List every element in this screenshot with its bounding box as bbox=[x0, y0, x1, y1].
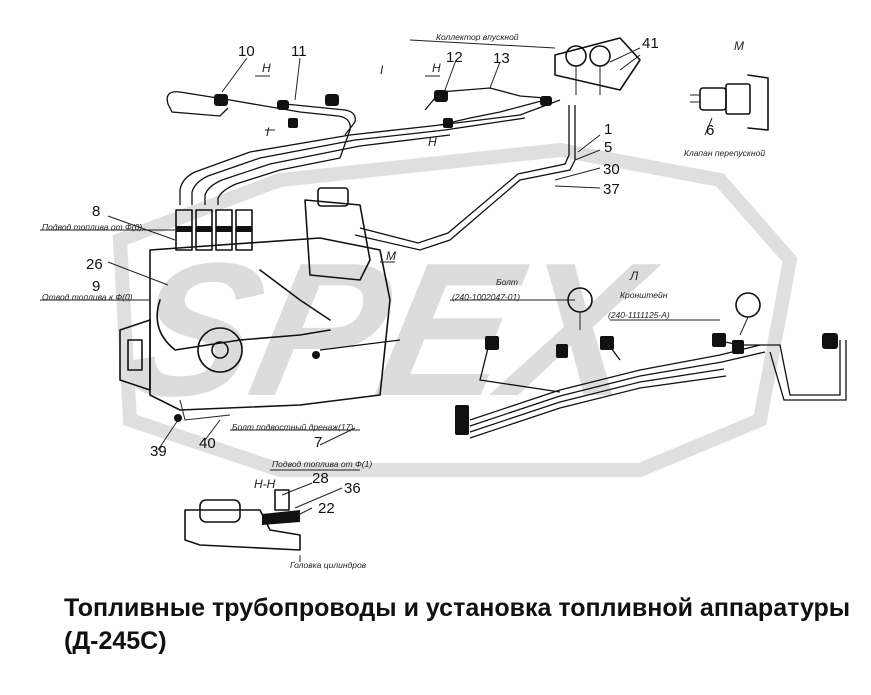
section-markers: I Л М Н Н Н I М Н-Н bbox=[254, 39, 744, 491]
note-intake-manifold: Коллектор впускной bbox=[436, 32, 519, 42]
watermark-text: SPEX bbox=[109, 223, 671, 436]
callout-8: 8 bbox=[92, 203, 100, 220]
note-fuel-supply-2: Подвод топлива от Ф(1) bbox=[272, 459, 372, 469]
callout-13: 13 bbox=[493, 50, 510, 67]
note-bracket: Кронштейн bbox=[620, 290, 668, 300]
callout-22: 22 bbox=[318, 500, 335, 517]
callout-numbers: 10 11 12 13 41 1 5 30 37 8 26 9 39 40 7 … bbox=[86, 35, 714, 517]
watermark: SPEX bbox=[109, 142, 798, 477]
callout-28: 28 bbox=[312, 470, 329, 487]
fuel-pump bbox=[119, 187, 401, 422]
callout-1: 1 bbox=[604, 121, 612, 138]
fuel-system-drawing: SPEX bbox=[40, 32, 847, 570]
pipe-assembly-right bbox=[455, 287, 847, 439]
callout-37: 37 bbox=[603, 181, 620, 198]
callout-10: 10 bbox=[238, 43, 255, 60]
callout-39: 39 bbox=[150, 443, 167, 460]
note-fuel-supply: Подвод топлива от Ф(0) bbox=[42, 222, 142, 232]
marker-M: М bbox=[734, 39, 744, 53]
callout-9: 9 bbox=[92, 278, 100, 295]
section-NN bbox=[184, 489, 301, 562]
note-bolt: Болт bbox=[496, 277, 518, 287]
callout-6: 6 bbox=[706, 122, 714, 139]
callout-36: 36 bbox=[344, 480, 361, 497]
callout-41: 41 bbox=[642, 35, 659, 52]
bypass-valve-detail bbox=[690, 74, 769, 136]
note-bracket-part: (240-1111125-А) bbox=[608, 310, 670, 320]
marker-I: I bbox=[380, 63, 384, 77]
marker-L: Л bbox=[629, 269, 639, 283]
note-hollow-bolt: Болт подвостный дренаж(17) bbox=[232, 422, 353, 432]
injector-pipes-top bbox=[166, 87, 576, 251]
marker-section-NN: Н-Н bbox=[254, 477, 276, 491]
callout-5: 5 bbox=[604, 139, 612, 156]
note-bypass-valve: Клапан перепускной bbox=[684, 148, 765, 158]
callout-26: 26 bbox=[86, 256, 103, 273]
leader-lines bbox=[40, 47, 720, 516]
notes: Коллектор впускной Клапан перепускной По… bbox=[42, 32, 765, 570]
figure-caption: Топливные трубопроводы и установка топли… bbox=[64, 594, 851, 655]
marker-N-bottom: Н bbox=[428, 135, 437, 149]
callout-40: 40 bbox=[199, 435, 216, 452]
intake-manifold bbox=[409, 37, 641, 95]
marker-M-arrow: М bbox=[386, 249, 396, 263]
callout-30: 30 bbox=[603, 161, 620, 178]
note-fuel-return: Отвод топлива к Ф(0) bbox=[42, 292, 133, 302]
marker-I-top: I bbox=[266, 125, 270, 139]
marker-N-left: Н bbox=[262, 61, 271, 75]
marker-N-right: Н bbox=[432, 61, 441, 75]
callout-11: 11 bbox=[291, 43, 307, 60]
note-bolt-part: (240-1002047-01) bbox=[452, 292, 520, 302]
note-cylinder-head: Головка цилиндров bbox=[290, 560, 367, 570]
callout-7: 7 bbox=[314, 434, 322, 451]
callout-12: 12 bbox=[446, 49, 463, 66]
